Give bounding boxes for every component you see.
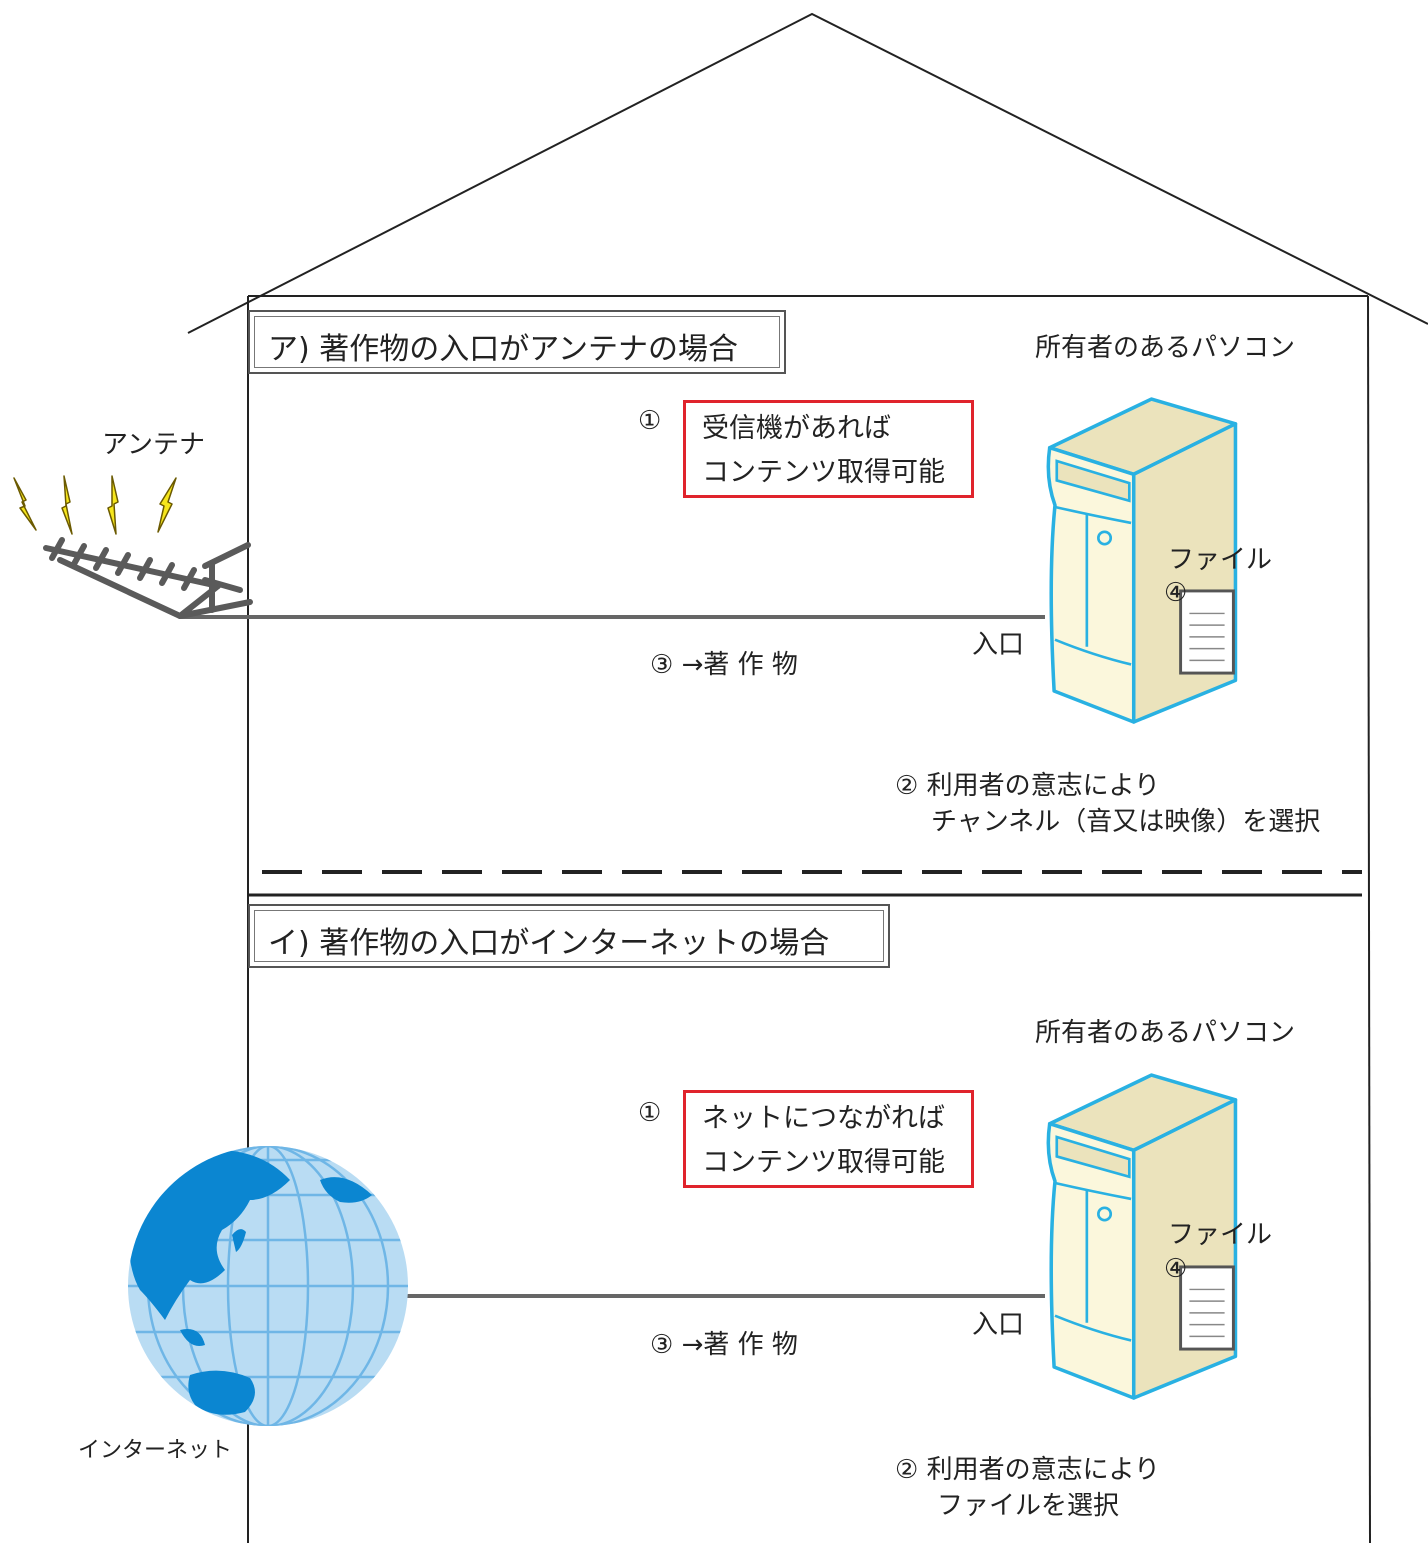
pc-owner-label: 所有者のあるパソコン — [1035, 333, 1296, 363]
step2-line: チャンネル（音又は映像）を選択 — [931, 807, 1321, 837]
section-a-title-box: ア) 著作物の入口がアンテナの場合 — [248, 310, 786, 374]
globe-icon — [128, 1146, 408, 1426]
step1-line: コンテンツ取得可能 — [702, 457, 945, 488]
entrance-label: 入口 — [972, 1310, 1025, 1340]
entrance-label: 入口 — [972, 630, 1025, 660]
step2-label: ② 利用者の意志により チャンネル（音又は映像）を選択 — [895, 768, 1320, 840]
step2-line: ② 利用者の意志により — [895, 771, 1161, 801]
section-b-title-box: イ) 著作物の入口がインターネットの場合 — [248, 904, 890, 968]
step1-box: 受信機があれば コンテンツ取得可能 — [683, 400, 974, 498]
step1-line: 受信機があれば — [702, 413, 891, 444]
step2-line: ② 利用者の意志により — [895, 1455, 1161, 1485]
step2-line: ファイルを選択 — [937, 1491, 1120, 1521]
step1-number: ① — [638, 1098, 662, 1128]
antenna-label: アンテナ — [102, 430, 205, 460]
section-a-title: ア) 著作物の入口がアンテナの場合 — [268, 332, 739, 367]
house-wall-right — [1367, 295, 1371, 1543]
step4-number: ④ — [1164, 578, 1188, 608]
step2-label: ② 利用者の意志により ファイルを選択 — [895, 1452, 1160, 1524]
document-icon — [1179, 1265, 1235, 1351]
step3-label: ③ →著 作 物 — [650, 650, 798, 680]
lightning-icon — [13, 475, 177, 535]
document-icon — [1179, 589, 1235, 675]
internet-label: インターネット — [78, 1438, 233, 1463]
step1-line: コンテンツ取得可能 — [702, 1147, 945, 1178]
step4-number: ④ — [1164, 1254, 1188, 1284]
house-roof — [187, 12, 1428, 334]
step1-line: ネットにつながれば — [702, 1103, 945, 1134]
file-label: ファイル — [1168, 545, 1273, 575]
file-label: ファイル — [1168, 1220, 1273, 1250]
step3-label: ③ →著 作 物 — [650, 1330, 798, 1360]
pc-owner-label: 所有者のあるパソコン — [1035, 1018, 1296, 1048]
step1-box: ネットにつながれば コンテンツ取得可能 — [683, 1090, 974, 1188]
section-b-title: イ) 著作物の入口がインターネットの場合 — [268, 926, 830, 961]
step1-number: ① — [638, 406, 662, 436]
antenna-icon — [43, 537, 253, 619]
